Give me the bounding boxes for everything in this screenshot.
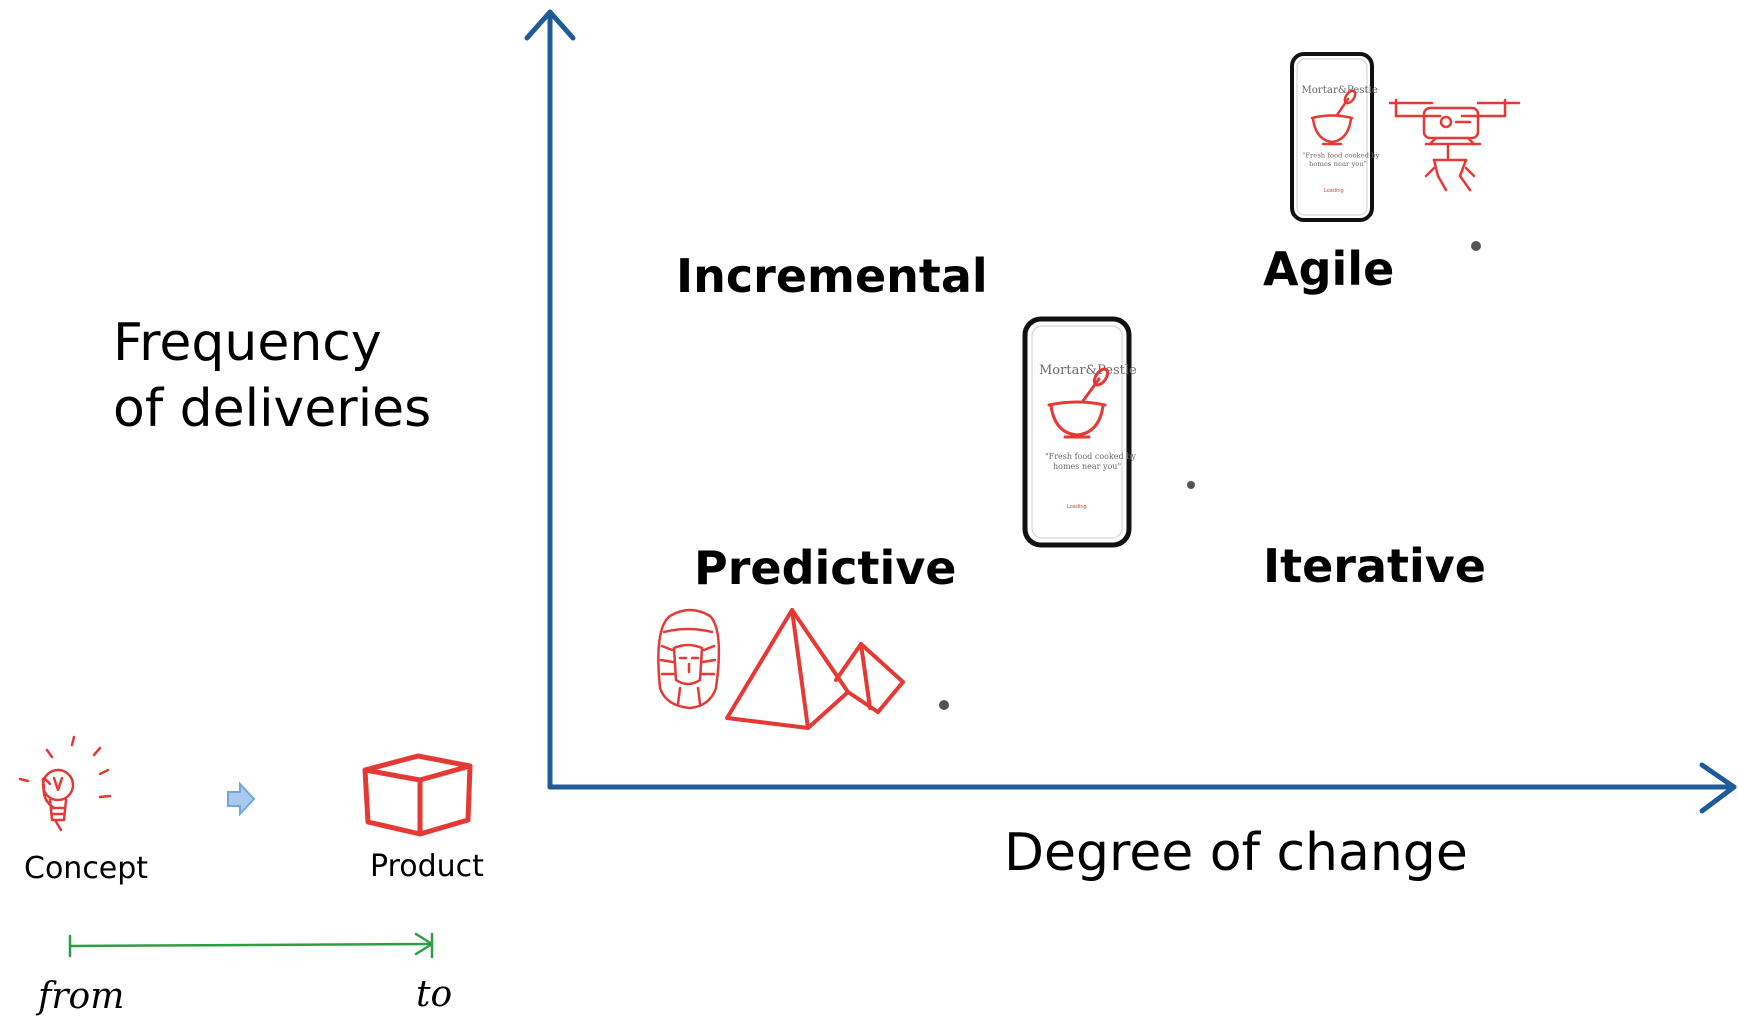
- lightbulb-icon: [18, 735, 112, 832]
- pyramids-icon: [725, 608, 905, 730]
- x-axis-arrowhead: [1699, 762, 1737, 814]
- phone-tagline-1: "Fresh food cooked by: [1045, 452, 1136, 461]
- phone-brand-text: Mortar&Pestle: [1301, 85, 1378, 96]
- x-axis-title: Degree of change: [1004, 823, 1468, 883]
- drone-icon: [1388, 98, 1521, 192]
- phone-tagline-1: "Fresh food cooked by: [1302, 152, 1379, 160]
- to-label: to: [416, 974, 452, 1015]
- phone-loading-text: Loading: [1067, 504, 1087, 510]
- quadrant-label-agile: Agile: [1263, 242, 1394, 296]
- timeline-arrow: [68, 932, 434, 959]
- right-arrow-icon: [227, 781, 256, 817]
- mortar-pestle-icon: [1047, 367, 1110, 439]
- speck-dot: [1471, 241, 1481, 251]
- speck-dot: [939, 700, 949, 710]
- axes: [524, 9, 1737, 814]
- phone-screen: [1296, 58, 1368, 216]
- phone-loading-text: Loading: [1324, 188, 1344, 194]
- speck-dot: [1187, 481, 1195, 489]
- phone-mockup-agile: Mortar&Pestle "Fresh food cooked by home…: [1290, 52, 1380, 222]
- phone-brand-text: Mortar&Pestle: [1039, 363, 1137, 378]
- concept-label: Concept: [24, 851, 148, 886]
- pharaoh-icon: [657, 608, 721, 710]
- y-axis-title-line2: of deliveries: [113, 379, 431, 439]
- phone-tagline-2: homes near you": [1053, 462, 1121, 471]
- quadrant-label-predictive: Predictive: [694, 541, 957, 595]
- box-icon: [362, 753, 473, 837]
- quadrant-label-incremental: Incremental: [676, 249, 988, 303]
- y-axis-arrowhead: [524, 9, 576, 41]
- phone-mockup-center: Mortar&Pestle "Fresh food cooked by home…: [1022, 316, 1137, 548]
- quadrant-label-iterative: Iterative: [1263, 539, 1486, 593]
- mortar-pestle-icon: [1310, 89, 1357, 146]
- product-label: Product: [370, 849, 484, 884]
- phone-tagline-2: homes near you": [1309, 160, 1367, 168]
- from-label: from: [35, 976, 124, 1016]
- y-axis-title-line1: Frequency: [113, 313, 382, 373]
